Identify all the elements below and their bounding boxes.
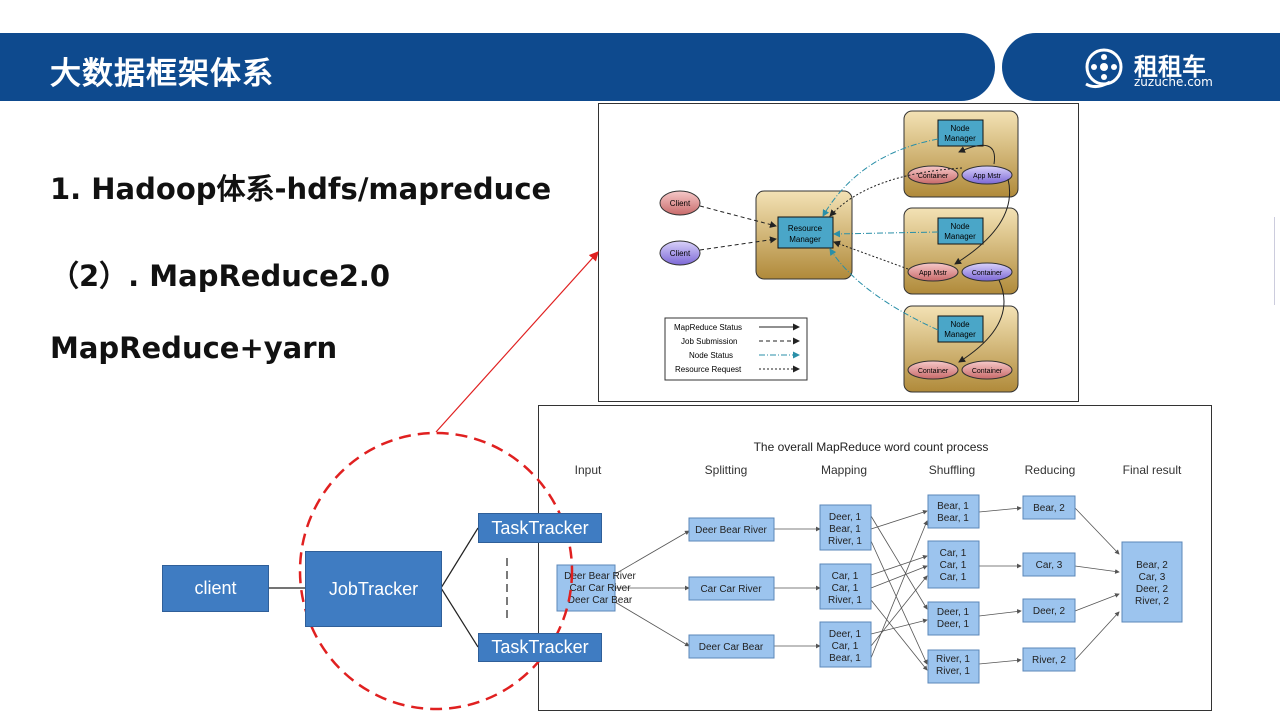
wc-split-1: Deer Bear River <box>695 525 767 536</box>
rm-label-2: Manager <box>789 235 821 244</box>
wc-reduce-3: Deer, 2 <box>1033 606 1066 617</box>
wc-input-box <box>556 564 616 612</box>
wc-shuf-3-1: Deer, 1 <box>937 607 970 618</box>
node1-label-1: Node <box>950 124 970 133</box>
node2-label-2: Manager <box>944 232 976 241</box>
wc-shuf-2-2: Car, 1 <box>940 560 967 571</box>
node1-appmstr: App Mstr <box>973 173 1002 180</box>
side-divider <box>1274 217 1275 305</box>
wc-title: The overall MapReduce word count process <box>754 440 989 454</box>
stage-splitting: Splitting <box>705 463 748 477</box>
client-top <box>659 190 701 216</box>
stage-final: Final result <box>1123 463 1182 477</box>
wc-reduce-1: Bear, 2 <box>1033 503 1065 514</box>
node1-container: Container <box>918 173 949 180</box>
legend-2: Job Submission <box>681 337 737 346</box>
header-bar <box>0 33 995 101</box>
node3-label-1: Node <box>950 320 970 329</box>
wc-shuf-1-1: Bear, 1 <box>937 501 969 512</box>
client-bottom <box>659 240 701 266</box>
logo-badge <box>1002 33 1280 101</box>
wc-input-3: Deer Car Bear <box>568 595 633 606</box>
tasktracker-top-box: TaskTracker <box>478 513 602 543</box>
resource-manager-box <box>777 216 834 249</box>
node3-container-1: Container <box>918 368 949 375</box>
node2-appmstr: App Mstr <box>919 270 948 277</box>
wc-map-3-3: Bear, 1 <box>829 653 861 664</box>
heading-mapreduce2: （2）. MapReduce2.0 <box>50 259 391 293</box>
client-bottom-label: Client <box>670 249 691 258</box>
annotation-circle <box>298 431 574 711</box>
wc-shuf-1-2: Bear, 1 <box>937 513 969 524</box>
logo-domain: zuzuche.com <box>1134 75 1213 89</box>
node2-label-1: Node <box>950 222 970 231</box>
wc-shuf-2-1: Car, 1 <box>940 548 967 559</box>
wordcount-diagram: The overall MapReduce word count process… <box>538 405 1212 711</box>
node3-label-2: Manager <box>944 330 976 339</box>
tasktracker-bottom-box: TaskTracker <box>478 633 602 662</box>
stage-mapping: Mapping <box>821 463 867 477</box>
wc-map-2-1: Car, 1 <box>832 571 859 582</box>
wc-input-1: Deer Bear River <box>564 571 636 582</box>
wc-map-2-3: River, 1 <box>828 595 862 606</box>
film-reel-icon <box>1085 48 1123 89</box>
wc-map-3-1: Deer, 1 <box>829 629 862 640</box>
stage-shuffling: Shuffling <box>929 463 975 477</box>
rm-label-1: Resource <box>788 224 823 233</box>
wc-split-3: Deer Car Bear <box>699 642 764 653</box>
client-box: client <box>162 565 269 612</box>
stage-input: Input <box>575 463 602 477</box>
wc-final-4: River, 2 <box>1135 596 1169 607</box>
client-top-label: Client <box>670 199 691 208</box>
wc-final-2: Car, 3 <box>1139 572 1166 583</box>
node2-container: Container <box>972 270 1003 277</box>
wc-final-1: Bear, 2 <box>1136 560 1168 571</box>
wc-shuf-2-3: Car, 1 <box>940 572 967 583</box>
annotation-arrow <box>435 251 599 433</box>
page-title: 大数据框架体系 <box>50 56 274 92</box>
stage-reducing: Reducing <box>1025 463 1076 477</box>
wc-split-2: Car Car River <box>700 584 762 595</box>
legend-4: Resource Request <box>675 365 742 374</box>
wc-map-1-2: Bear, 1 <box>829 524 861 535</box>
wc-map-3-2: Car, 1 <box>832 641 859 652</box>
node1-label-2: Manager <box>944 134 976 143</box>
wc-map-2-2: Car, 1 <box>832 583 859 594</box>
wc-reduce-2: Car, 3 <box>1036 560 1063 571</box>
wc-shuf-4-1: River, 1 <box>936 654 970 665</box>
heading-hadoop: 1. Hadoop体系-hdfs/mapreduce <box>50 172 552 206</box>
wc-map-1-1: Deer, 1 <box>829 512 862 523</box>
legend-3: Node Status <box>689 351 733 360</box>
wc-map-1-3: River, 1 <box>828 536 862 547</box>
wc-shuf-3-2: Deer, 1 <box>937 619 970 630</box>
jobtracker-box: JobTracker <box>305 551 442 627</box>
wc-final-3: Deer, 2 <box>1136 584 1169 595</box>
wc-reduce-4: River, 2 <box>1032 655 1066 666</box>
wc-shuf-4-2: River, 1 <box>936 666 970 677</box>
node3-container-2: Container <box>972 368 1003 375</box>
logo-name: 租租车 <box>1134 53 1206 81</box>
wc-input-2: Car Car River <box>569 583 631 594</box>
legend-1: MapReduce Status <box>674 323 742 332</box>
heading-yarn: MapReduce+yarn <box>50 331 338 365</box>
